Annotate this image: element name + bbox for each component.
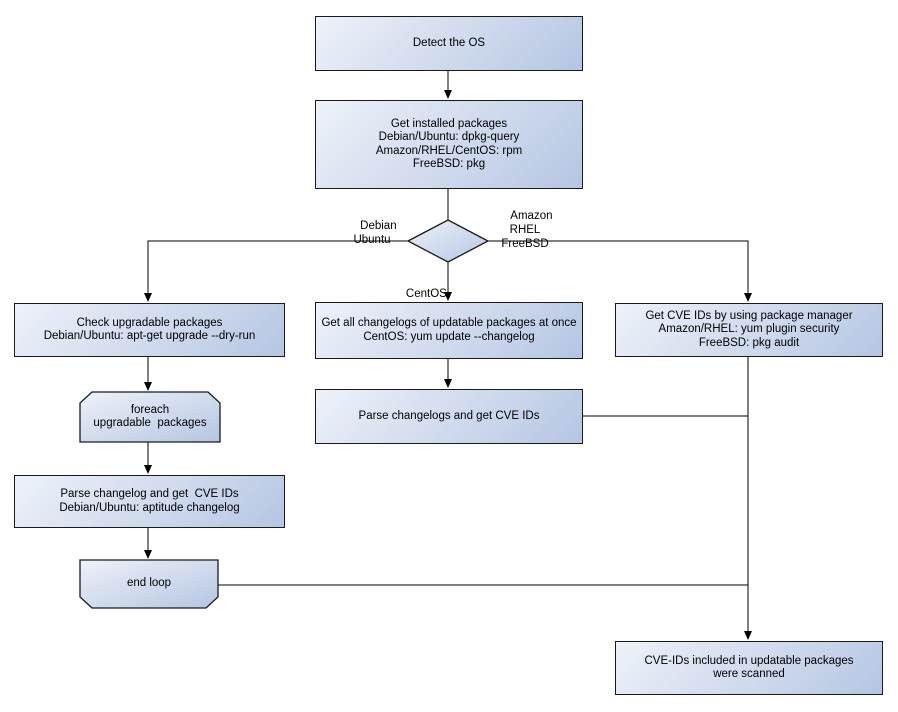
node-end-loop: end loop <box>80 560 218 608</box>
arrowhead-end-loop <box>144 550 152 559</box>
node-label: end loop <box>126 577 172 590</box>
node-label: Get installed packages Debian/Ubuntu: dp… <box>375 117 523 171</box>
edge-label-centos: CentOS <box>392 273 448 315</box>
arrowhead-installed <box>444 90 452 99</box>
node-label: Parse changelog and get CVE IDs Debian/U… <box>59 488 240 514</box>
os-decision-diamond <box>406 219 490 263</box>
node-label: Check upgradable packages Debian/Ubuntu:… <box>43 316 256 343</box>
node-detect-os: Detect the OS <box>315 16 583 71</box>
node-label: Get CVE IDs by using package manager Ama… <box>645 309 853 349</box>
arrowhead-parse-changelogs <box>444 379 452 388</box>
node-label: CVE-IDs included in updatable packages w… <box>644 654 854 681</box>
edge-label-amazon-rhel-freebsd: Amazon RHEL FreeBSD <box>494 195 556 265</box>
node-label: Detect the OS <box>412 36 486 49</box>
node-get-all-changelogs: Get all changelogs of updatable packages… <box>315 302 583 359</box>
edge-label-text: Debian Ubuntu <box>353 220 397 246</box>
edge-decision-right-branch <box>488 240 749 294</box>
edge-label-debian-ubuntu: Debian Ubuntu <box>340 205 404 261</box>
arrowhead-foreach <box>144 382 152 391</box>
node-get-installed-packages: Get installed packages Debian/Ubuntu: dp… <box>315 100 583 189</box>
node-check-upgradable-packages: Check upgradable packages Debian/Ubuntu:… <box>14 303 285 357</box>
arrowhead-parse-changelog <box>144 465 152 474</box>
edge-label-text: CentOS <box>405 288 447 300</box>
end-loop-shape <box>79 559 219 609</box>
foreach-loop-shape <box>79 391 221 443</box>
node-label: foreach upgradable packages <box>93 403 207 430</box>
arrowhead-check-upgradable <box>144 293 152 302</box>
node-label: Get all changelogs of updatable packages… <box>321 317 577 343</box>
node-cve-ids-scanned: CVE-IDs included in updatable packages w… <box>615 641 883 695</box>
arrowhead-get-cve-ids <box>744 293 752 302</box>
edge-decision-left-branch <box>147 240 408 294</box>
edge-label-text: Amazon RHEL FreeBSD <box>501 210 553 250</box>
node-parse-changelogs: Parse changelogs and get CVE IDs <box>315 389 583 444</box>
node-get-cve-ids-package-manager: Get CVE IDs by using package manager Ama… <box>615 303 883 357</box>
node-foreach-loop-start: foreach upgradable packages <box>80 392 220 442</box>
node-label: Parse changelogs and get CVE IDs <box>358 409 540 422</box>
node-parse-changelog: Parse changelog and get CVE IDs Debian/U… <box>14 475 285 528</box>
arrowhead-scanned <box>744 631 752 640</box>
arrowhead-get-all-changelogs <box>444 292 452 301</box>
